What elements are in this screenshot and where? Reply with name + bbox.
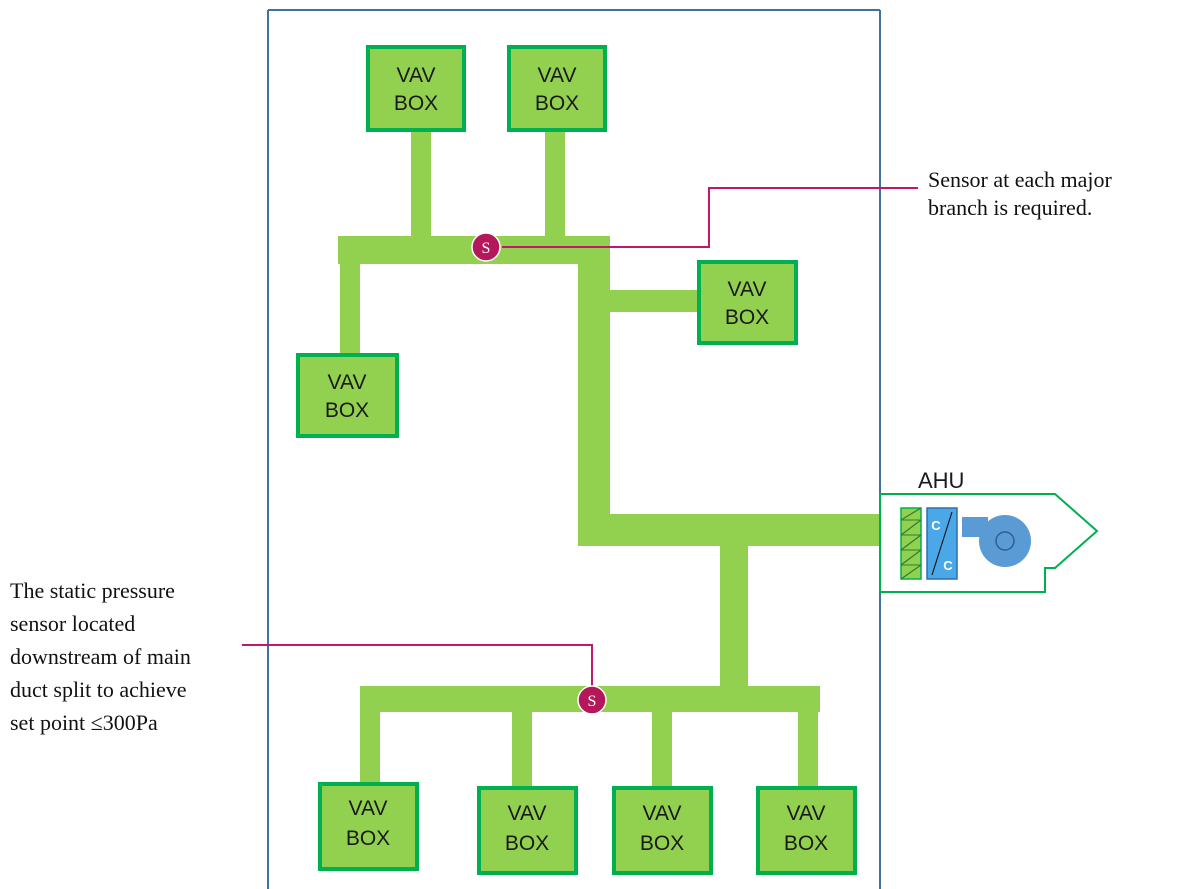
- duct-network: [338, 128, 880, 786]
- sensor-lower-icon: S: [577, 685, 607, 715]
- building-outline: [267, 9, 881, 889]
- note-lower-line: duct split to achieve: [10, 677, 187, 702]
- duct-drop-top-left: [411, 128, 431, 238]
- duct-lower-riser: [720, 544, 748, 690]
- duct-drop-bottom-2: [512, 710, 532, 786]
- leader-line-upper: [502, 187, 918, 248]
- vav-box-label: VAV: [643, 802, 682, 825]
- fan-icon: [962, 515, 1031, 567]
- note-lower: The static pressure sensor located downs…: [10, 578, 191, 735]
- vav-box-left-branch: VAV BOX: [296, 353, 399, 438]
- duct-drop-left-branch: [340, 262, 360, 357]
- coil-label-top: C: [931, 518, 941, 533]
- coil-label-bottom: C: [943, 558, 953, 573]
- duct-right-branch: [608, 290, 700, 312]
- vav-box-label: BOX: [784, 832, 828, 855]
- leader-line-lower: [242, 644, 593, 694]
- vav-box-label: VAV: [328, 371, 367, 394]
- note-upper-line: branch is required.: [928, 195, 1092, 220]
- vav-box-label: BOX: [725, 306, 769, 329]
- vav-box-label: VAV: [397, 64, 436, 87]
- cooling-coil-icon: C C: [926, 507, 958, 580]
- vav-box-top-left: VAV BOX: [366, 45, 466, 132]
- note-lower-line: The static pressure: [10, 578, 175, 603]
- note-upper: Sensor at each major branch is required.: [928, 167, 1113, 220]
- note-lower-line: set point ≤300Pa: [10, 710, 158, 735]
- vav-box-bottom-3: VAV BOX: [612, 786, 713, 875]
- vav-box-label: BOX: [325, 399, 369, 422]
- vav-box-top-right: VAV BOX: [507, 45, 607, 132]
- vav-box-label: BOX: [535, 92, 579, 115]
- duct-drop-bottom-1: [360, 710, 380, 786]
- vav-box-bottom-4: VAV BOX: [756, 786, 857, 875]
- sensor-label: S: [588, 693, 597, 710]
- vav-box-label: VAV: [787, 802, 826, 825]
- duct-drop-bottom-3: [652, 710, 672, 786]
- duct-drop-bottom-4: [798, 710, 818, 786]
- vav-box-bottom-1: VAV BOX: [318, 782, 419, 871]
- sensor-label: S: [482, 240, 491, 257]
- duct-drop-top-right: [545, 128, 565, 238]
- vav-box-label: BOX: [346, 827, 390, 850]
- ahu-unit: C C AHU: [879, 468, 1099, 593]
- vav-box-label: VAV: [728, 278, 767, 301]
- vav-box-label: BOX: [505, 832, 549, 855]
- sensor-upper-icon: S: [471, 232, 501, 262]
- note-upper-line: Sensor at each major: [928, 167, 1113, 192]
- vav-box-bottom-2: VAV BOX: [477, 786, 578, 875]
- vav-box-label: VAV: [349, 797, 388, 820]
- vav-box-label: BOX: [394, 92, 438, 115]
- note-lower-line: sensor located: [10, 611, 135, 636]
- duct-main-horizontal: [578, 514, 880, 546]
- vav-box-label: VAV: [508, 802, 547, 825]
- vav-box-right-branch: VAV BOX: [697, 260, 798, 345]
- vav-box-label: BOX: [640, 832, 684, 855]
- vav-box-label: VAV: [538, 64, 577, 87]
- note-lower-line: downstream of main: [10, 644, 191, 669]
- ahu-label: AHU: [918, 468, 964, 493]
- duct-main-riser: [578, 236, 610, 546]
- filter-icon: [900, 507, 922, 580]
